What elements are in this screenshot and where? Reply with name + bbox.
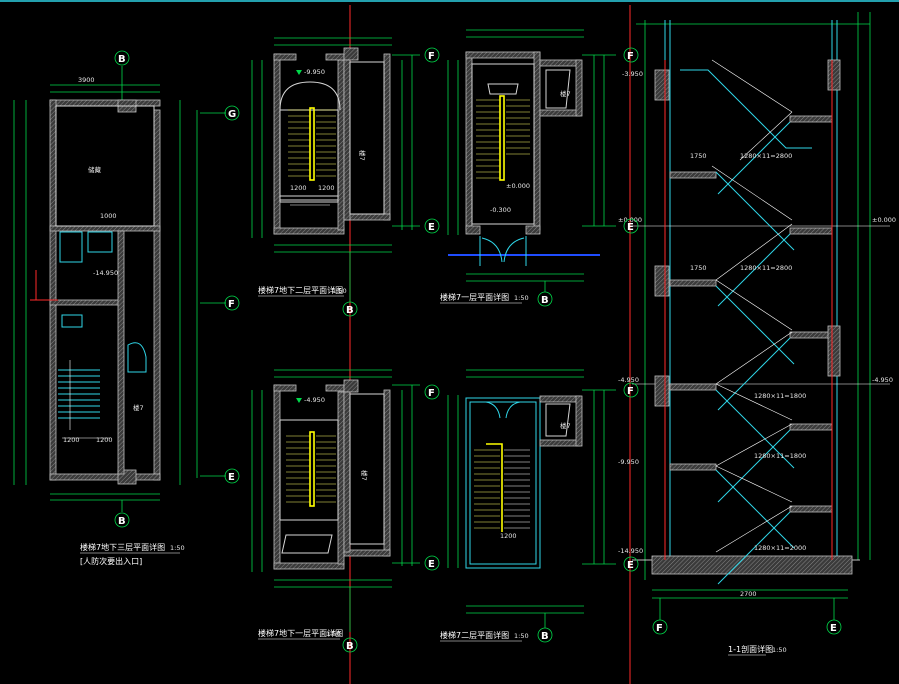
svg-text:-9.950: -9.950 [618, 458, 639, 466]
svg-text:楼7: 楼7 [133, 403, 144, 412]
svg-text:-4.950: -4.950 [304, 396, 325, 404]
plan-b1-title: 楼梯7地下一层平面详图 [258, 628, 343, 638]
axis-bubble-label: B [346, 641, 354, 652]
svg-text:-0.300: -0.300 [490, 206, 511, 214]
plan-f2: 楼7 1200 [447, 369, 616, 628]
svg-text:1200: 1200 [318, 184, 335, 192]
svg-text:1200: 1200 [63, 436, 80, 444]
axis-bubble-label: F [428, 388, 435, 399]
axis-bubble-label: B [541, 295, 549, 306]
axis-bubble-label: E [627, 560, 634, 571]
axis-bubble-label: E [627, 222, 634, 233]
axis-bubble-label: E [428, 559, 435, 570]
axis-bubble-label: E [428, 222, 435, 233]
axis-bubble-label: B [118, 516, 126, 527]
axis-bubble-label: E [228, 472, 235, 483]
axis-bubble-label: B [118, 54, 126, 65]
svg-text:楼7: 楼7 [560, 89, 571, 98]
plan-f1-scale: 1:50 [514, 294, 529, 302]
axis-bubble-label: G [228, 109, 236, 120]
svg-text:楼7: 楼7 [560, 421, 571, 430]
axis-bubble-label: B [346, 305, 354, 316]
svg-text:±0.000: ±0.000 [618, 216, 642, 224]
plan-b2-scale: 1:50 [332, 287, 347, 295]
svg-text:2700: 2700 [740, 590, 757, 598]
axis-bubbles: B B G F E B F E B F E B F E B F [114, 47, 842, 653]
section-title: 1-1剖面详图 [728, 644, 773, 654]
svg-text:1750: 1750 [690, 152, 707, 160]
svg-text:-9.950: -9.950 [304, 68, 325, 76]
svg-text:1280×11=2800: 1280×11=2800 [740, 264, 792, 272]
svg-text:1280×11=2800: 1280×11=2800 [740, 152, 792, 160]
axis-bubble-label: F [627, 386, 634, 397]
svg-text:-14.950: -14.950 [93, 269, 118, 277]
section-scale: 1:50 [772, 646, 787, 654]
drawing-titles: 楼梯7地下三层平面详图 1:50 [人防次要出入口] 楼梯7地下二层平面详图 1… [80, 285, 787, 656]
plan-f2-title: 楼梯7二层平面详图 [440, 630, 509, 640]
plan-b3-scale: 1:50 [170, 544, 185, 552]
svg-text:1000: 1000 [100, 212, 117, 220]
svg-text:±0.000: ±0.000 [872, 216, 896, 224]
svg-text:±0.000: ±0.000 [506, 182, 530, 190]
svg-text:1280×11=1800: 1280×11=1800 [754, 452, 806, 460]
svg-text:楼7: 楼7 [358, 150, 367, 161]
plan-b2: 1200 1200 楼7 -9.950 [251, 37, 420, 302]
svg-text:储藏: 储藏 [88, 165, 102, 174]
plan-b1-scale: 1:50 [326, 630, 341, 638]
plan-b3-note: [人防次要出入口] [80, 556, 142, 566]
section-1-1: 1750 1280×11=2800 1750 1280×11=2800 1280… [618, 12, 896, 620]
plan-b1: -4.950 楼7 [251, 369, 420, 632]
plan-b3: 储藏 1000 1200 1200 楼7 -14.950 3900 [13, 66, 226, 512]
axis-bubble-label: F [656, 623, 663, 634]
plan-b3-title: 楼梯7地下三层平面详图 [80, 542, 165, 552]
axis-bubble-label: B [541, 631, 549, 642]
svg-text:1200: 1200 [96, 436, 113, 444]
plan-f1-title: 楼梯7一层平面详图 [440, 292, 509, 302]
svg-text:-4.950: -4.950 [618, 376, 639, 384]
plan-f1: 楼7 ±0.000 -0.300 [447, 29, 616, 292]
axis-bubble-label: F [627, 51, 634, 62]
svg-text:-3.950: -3.950 [622, 70, 643, 78]
svg-text:1750: 1750 [690, 264, 707, 272]
axis-bubble-label: E [830, 623, 837, 634]
axis-bubble-label: F [228, 299, 235, 310]
svg-text:1280×11=1800: 1280×11=1800 [754, 392, 806, 400]
plan-b2-title: 楼梯7地下二层平面详图 [258, 285, 343, 295]
svg-text:1200: 1200 [290, 184, 307, 192]
svg-text:1200: 1200 [500, 532, 517, 540]
axis-bubble-label: F [428, 51, 435, 62]
svg-text:3900: 3900 [78, 76, 95, 84]
svg-text:-4.950: -4.950 [872, 376, 893, 384]
plan-f2-scale: 1:50 [514, 632, 529, 640]
svg-text:楼7: 楼7 [360, 470, 369, 481]
svg-text:1280×11=2000: 1280×11=2000 [754, 544, 806, 552]
svg-text:-14.950: -14.950 [618, 547, 643, 555]
